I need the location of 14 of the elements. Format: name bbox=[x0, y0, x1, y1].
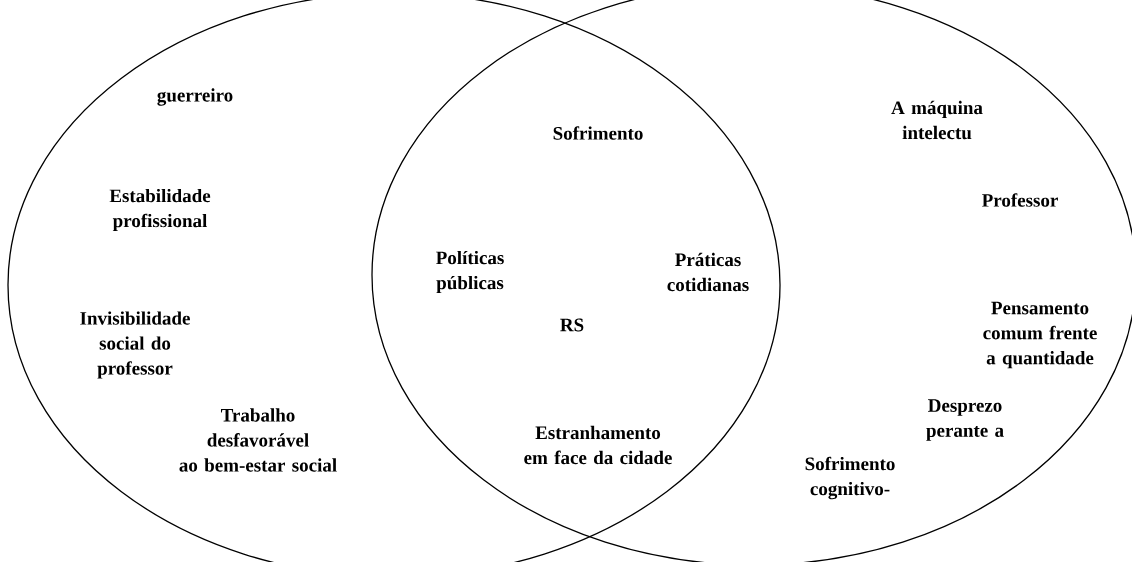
venn-label: Pensamento comum frente a quantidade bbox=[983, 301, 1097, 369]
venn-label: guerreiro bbox=[157, 88, 233, 106]
venn-label: Professor bbox=[982, 193, 1058, 207]
venn-label: Práticas cotidianas bbox=[667, 252, 749, 292]
venn-label: Trabalho desfavorável ao bem-estar social bbox=[179, 408, 337, 472]
venn-label: Políticas públicas bbox=[436, 250, 504, 294]
venn-label: Desprezo perante a bbox=[926, 399, 1004, 441]
venn-label: Sofrimento bbox=[553, 126, 643, 140]
venn-label: Sofrimento cognitivo- bbox=[805, 456, 895, 500]
venn-label: Invisibilidade social do professor bbox=[80, 311, 190, 379]
venn-label: RS bbox=[560, 318, 584, 332]
venn-label: Estabilidade profissional bbox=[109, 188, 211, 232]
venn-label: Estranhamento em face da cidade bbox=[524, 425, 672, 465]
venn-label: A máquina intelectu bbox=[891, 100, 983, 140]
